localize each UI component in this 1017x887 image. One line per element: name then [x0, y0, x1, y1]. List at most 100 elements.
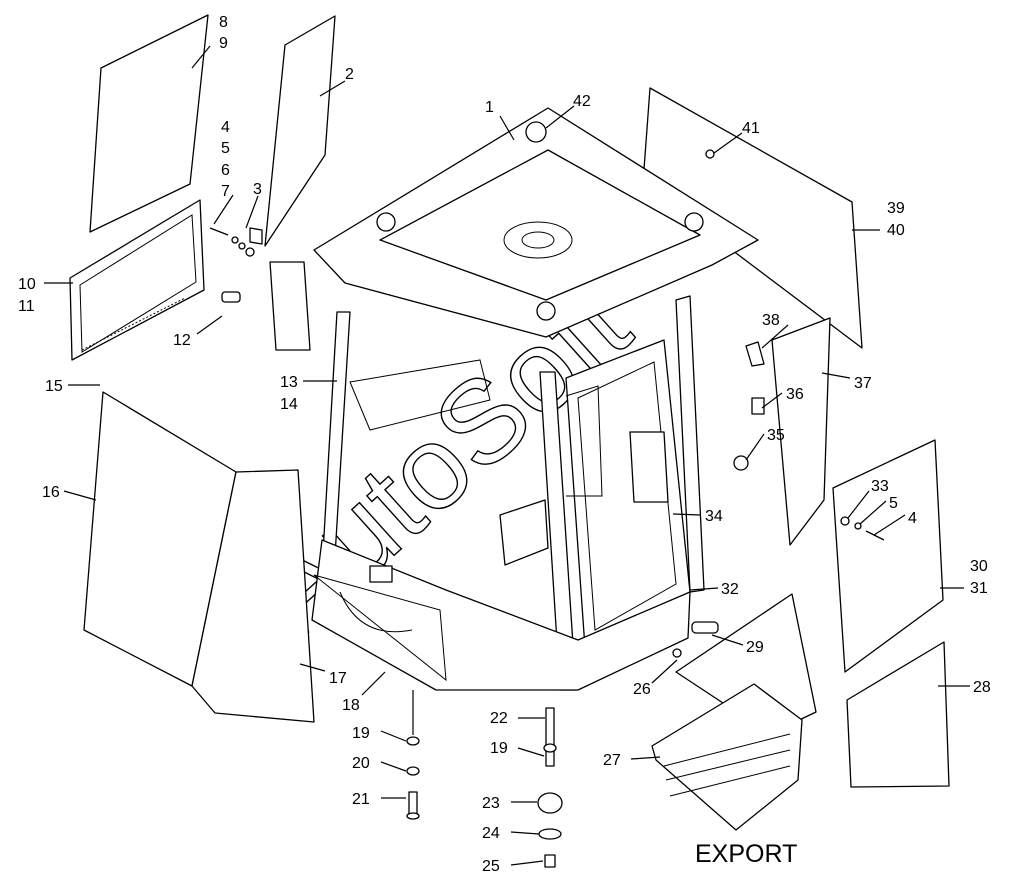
clip-26 [672, 648, 682, 658]
tray-grille [81, 297, 186, 351]
interior-handle [221, 291, 241, 303]
dash-console [349, 359, 491, 431]
front-glass-panel [191, 469, 315, 723]
callout-14: 14 [280, 396, 298, 413]
rubber-mount-23 [537, 792, 563, 814]
filter-rib-1 [663, 733, 791, 767]
callout-17: 17 [329, 670, 347, 687]
callout-13: 13 [280, 374, 298, 391]
washer-6 [231, 236, 239, 244]
callout-23: 23 [482, 795, 500, 812]
right-upper-glass-panel [642, 87, 863, 349]
callout-5-right: 5 [889, 495, 898, 512]
roof-emblem-inner [521, 231, 555, 249]
door-grab-handle [269, 261, 311, 351]
callout-39: 39 [887, 200, 905, 217]
leader-lines [44, 45, 970, 866]
callout-29: 29 [746, 639, 764, 656]
seat-box [499, 499, 549, 566]
callout-30: 30 [970, 558, 988, 575]
callout-6: 6 [221, 162, 230, 179]
callout-40: 40 [887, 222, 905, 239]
callout-42: 42 [573, 93, 591, 110]
callout-27: 27 [603, 752, 621, 769]
callout-4: 4 [221, 119, 230, 136]
washer-5-left [238, 242, 246, 250]
callout-5: 5 [221, 140, 230, 157]
callout-34: 34 [705, 508, 723, 525]
rear-glass-panel [89, 14, 209, 233]
plate-24 [538, 828, 562, 840]
door-stopper [733, 455, 749, 471]
callout-9: 9 [219, 35, 228, 52]
callout-16: 16 [42, 484, 60, 501]
lifting-eye-rear [525, 121, 547, 143]
callout-25: 25 [482, 858, 500, 875]
nut-4-left [245, 247, 255, 257]
callout-35: 35 [767, 427, 785, 444]
bolt-7 [209, 227, 229, 236]
lifting-eye-left [376, 212, 396, 232]
door-hinge [751, 397, 765, 415]
callout-41: 41 [742, 120, 760, 137]
callout-33: 33 [871, 478, 889, 495]
callout-26: 26 [633, 681, 651, 698]
bolt-22 [545, 707, 555, 767]
washer-33 [840, 516, 850, 526]
callout-19-center: 19 [490, 740, 508, 757]
washer-20 [406, 766, 420, 776]
callout-10: 10 [18, 276, 36, 293]
bolt-4-right [865, 530, 885, 541]
washer-5-right [854, 522, 862, 530]
nut-25 [544, 854, 556, 868]
door-glass-panel [264, 15, 336, 247]
right-front-pillar [675, 295, 705, 593]
storage-handle [339, 591, 413, 633]
callout-22: 22 [490, 710, 508, 727]
right-lower-glass-panel [832, 439, 944, 673]
cab-lower-front-face [313, 574, 447, 682]
callout-32: 32 [721, 581, 739, 598]
filter-rib-2 [665, 749, 791, 781]
callout-37: 37 [854, 375, 872, 392]
callout-1: 1 [485, 99, 494, 116]
lifting-eye-right [684, 212, 704, 232]
right-grab-handle [629, 431, 669, 503]
washer-19-center [543, 743, 557, 753]
callout-31: 31 [970, 580, 988, 597]
callout-36: 36 [786, 386, 804, 403]
callout-15: 15 [45, 378, 63, 395]
callout-38: 38 [762, 312, 780, 329]
callout-3: 3 [253, 181, 262, 198]
callout-18: 18 [342, 697, 360, 714]
bolt-21-head [406, 812, 420, 820]
filter-rib-3 [669, 765, 791, 797]
mirror [745, 341, 765, 367]
nut-41 [705, 149, 715, 159]
floor-glass-panel [846, 641, 950, 788]
callout-20: 20 [352, 755, 370, 772]
callout-labels: 8 9 2 4 5 6 7 3 1 42 41 39 40 10 11 12 1… [18, 14, 991, 875]
latch-3 [249, 227, 263, 245]
lifting-eye-front [536, 301, 556, 321]
rear-storage-tray-inner [79, 214, 197, 353]
callout-21: 21 [352, 791, 370, 808]
filter-box [651, 683, 803, 831]
roof-inner-panel [379, 149, 701, 301]
roof-emblem [503, 221, 573, 259]
callout-7: 7 [221, 183, 230, 200]
door-lock-handle [691, 621, 719, 634]
cab-lower-body [311, 539, 691, 691]
door-handle-bar [565, 385, 603, 497]
callout-28: 28 [973, 679, 991, 696]
door-window [577, 361, 677, 631]
callout-2: 2 [345, 66, 354, 83]
washer-19-left [406, 736, 420, 746]
callout-11: 11 [18, 298, 35, 315]
right-front-glass-panel [771, 317, 831, 546]
callout-12: 12 [173, 332, 191, 349]
callout-4-right: 4 [908, 510, 917, 527]
rear-storage-tray [69, 199, 205, 361]
callout-19-left: 19 [352, 725, 370, 742]
